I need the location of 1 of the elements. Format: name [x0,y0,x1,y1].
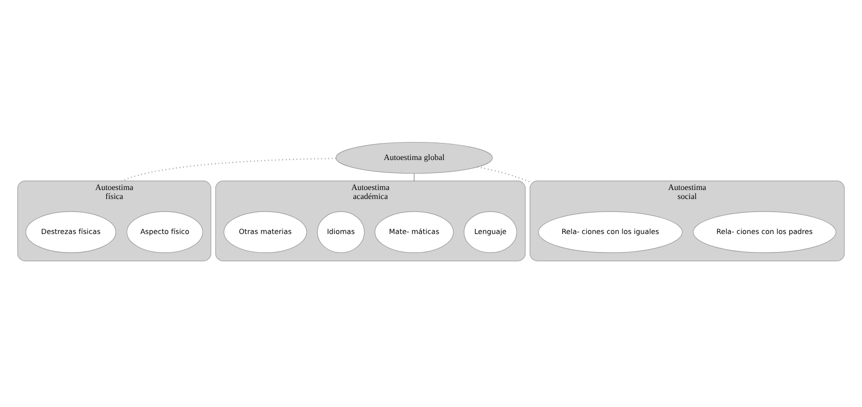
node-ellipse: Autoestima global [336,141,493,174]
